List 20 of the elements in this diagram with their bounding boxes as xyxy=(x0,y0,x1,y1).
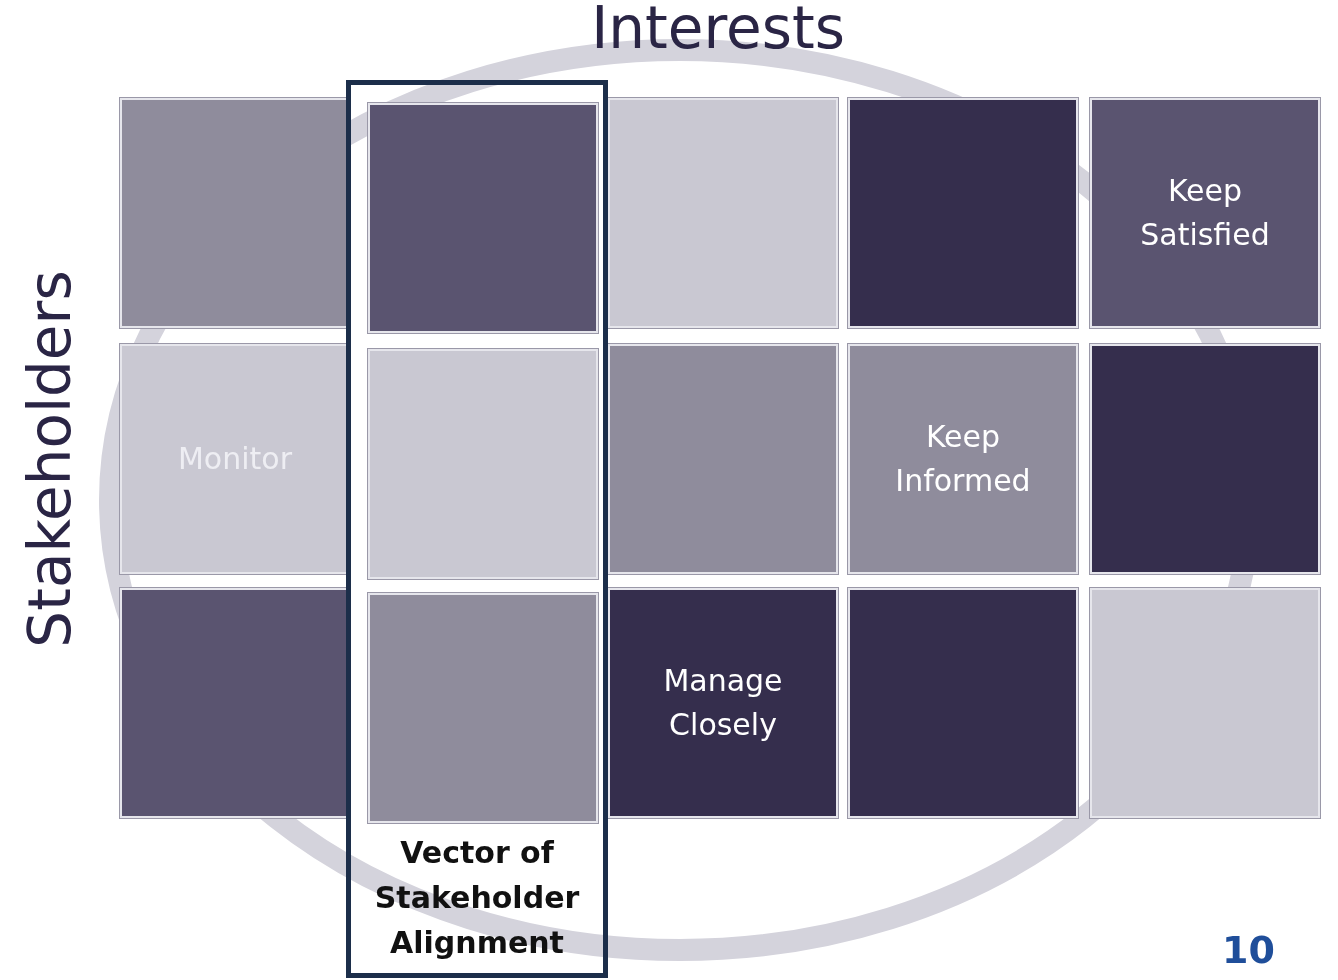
axis-title: Stakeholders xyxy=(16,269,84,650)
grid-square xyxy=(368,349,598,579)
cell-label: Manage Closely xyxy=(662,662,784,744)
grid-square xyxy=(1090,588,1320,818)
grid-square xyxy=(608,588,838,818)
grid-square xyxy=(608,98,838,328)
cell-label: Keep Informed xyxy=(894,418,1032,500)
grid-square xyxy=(1090,344,1320,574)
grid-square xyxy=(848,588,1078,818)
grid-square xyxy=(848,98,1078,328)
grid-square xyxy=(848,344,1078,574)
grid-square xyxy=(608,344,838,574)
highlight-frame xyxy=(346,80,608,978)
cell-label: Keep Satisfied xyxy=(1139,172,1271,254)
page-number: 10 xyxy=(1222,928,1275,972)
grid-square xyxy=(1090,98,1320,328)
column-caption: Vector of Stakeholder Alignment xyxy=(373,834,581,962)
grid-square xyxy=(368,103,598,333)
grid-square xyxy=(368,593,598,823)
axis-title: Interests xyxy=(590,0,846,62)
